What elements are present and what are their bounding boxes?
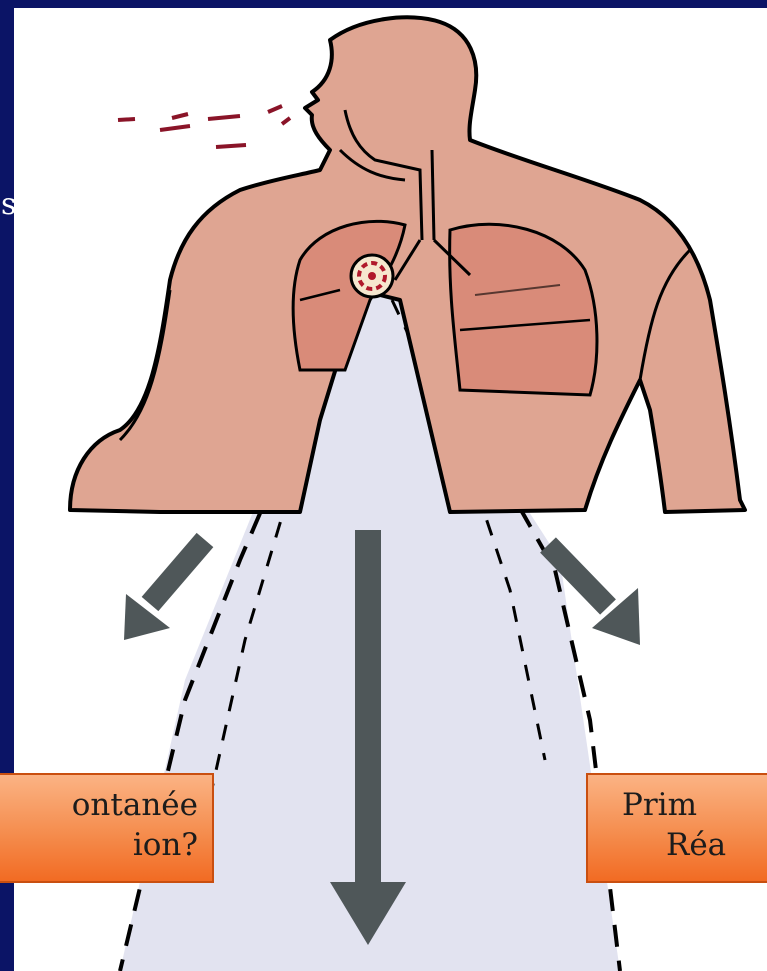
right-label-line-1: Prim [588, 785, 767, 825]
tumor-icon [351, 255, 393, 297]
left-label-line-2: ion? [0, 825, 212, 865]
left-label-box: ontanée ion? [0, 773, 214, 883]
breath-stroke-icon [118, 106, 290, 147]
right-label-line-2: Réa [588, 825, 767, 865]
right-label-box: Prim Réa [586, 773, 767, 883]
trachea-line [432, 150, 434, 240]
left-label-line-1: ontanée [0, 785, 212, 825]
arrow-down-left-icon [124, 540, 205, 640]
